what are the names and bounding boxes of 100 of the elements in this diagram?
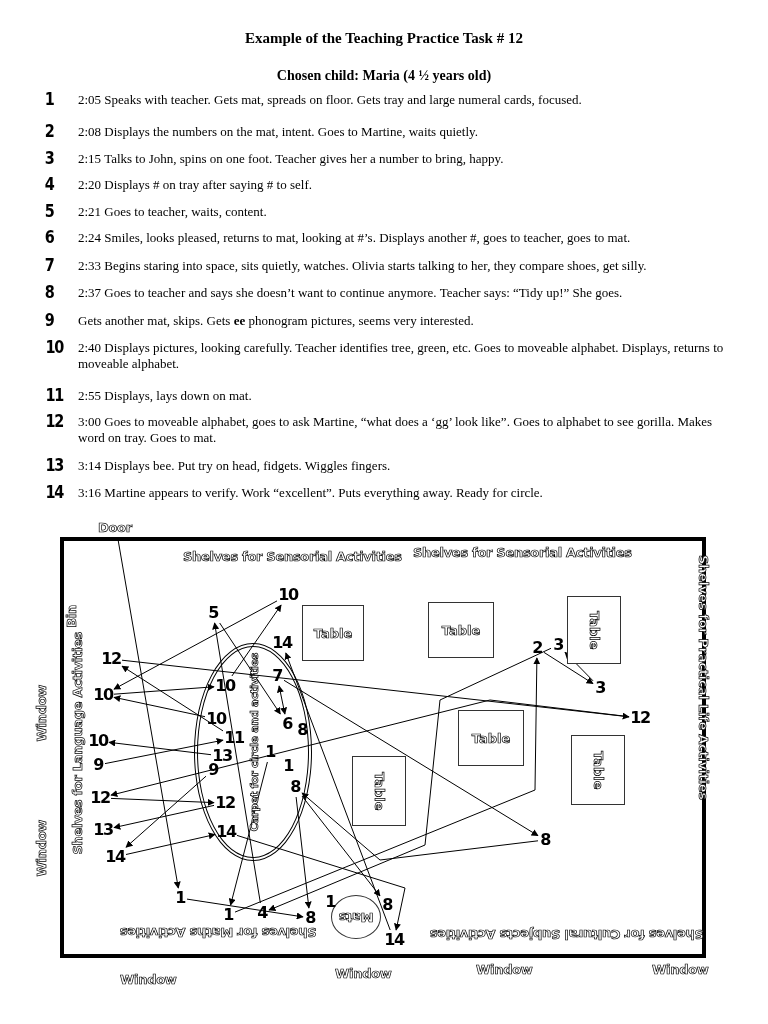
entry-number: 2 <box>44 122 54 140</box>
table-box: Table <box>458 710 524 766</box>
arrow <box>276 685 288 715</box>
arrow <box>186 898 304 920</box>
step-number: 14 <box>105 848 125 866</box>
title: Example of the Teaching Practice Task # 12 <box>244 30 524 47</box>
arrow <box>113 804 215 830</box>
arrow <box>121 659 630 720</box>
room-label: Window <box>652 962 709 977</box>
step-number: 10 <box>88 732 108 750</box>
arrow <box>104 738 224 765</box>
entry-number: 7 <box>44 256 54 274</box>
arrow <box>301 795 381 897</box>
observation-note: 2:21 Goes to teacher, waits, content. <box>78 204 268 220</box>
entry-number: 14 <box>45 483 64 501</box>
arrow <box>231 604 282 677</box>
observation-note: 3:00 Goes to moveable alphabet, goes to ask Martine, “what does a ‘gg’ look like”. Goes to alphabet to see gorilla. Makes word on tray. Goes to mat. <box>78 414 714 446</box>
arrow <box>113 600 278 690</box>
entry-number: 13 <box>45 456 64 474</box>
arrow <box>125 775 207 848</box>
step-number: 14 <box>216 823 236 841</box>
entry-number: 9 <box>44 311 54 329</box>
table-box: Table <box>567 596 621 664</box>
table-box: Table <box>428 602 494 658</box>
step-number: 3 <box>552 636 564 654</box>
observation-note: 3:14 Displays bee. Put try on head, fidgets. Wiggles fingers. <box>78 458 392 474</box>
table-box: Table <box>302 605 364 661</box>
observation-note: 2:33 Begins staring into space, sits quietly, watches. Olivia starts talking to her, they compare shoes, get silly. <box>78 258 648 274</box>
entry-number: 1 <box>44 90 54 108</box>
step-number: 10 <box>215 677 235 695</box>
step-number: 12 <box>90 789 110 807</box>
carpet-label: Carpet for circle and activities <box>248 653 261 832</box>
observation-note: 2:15 Talks to John, spins on one foot. Teacher gives her a number to bring, happy. <box>78 151 505 167</box>
entry-number: 12 <box>45 412 64 430</box>
arrow <box>110 797 215 806</box>
step-number: 8 <box>289 778 301 796</box>
observation-note: 2:55 Displays, lays down on mat. <box>78 388 253 404</box>
arrow <box>110 699 630 798</box>
step-number: 12 <box>630 709 650 727</box>
step-number: 14 <box>272 634 292 652</box>
step-number: 8 <box>296 721 308 739</box>
step-number: 13 <box>93 821 113 839</box>
table-box: Table <box>571 735 625 805</box>
arrow <box>108 739 212 756</box>
arrow <box>564 651 594 682</box>
arrow <box>268 647 552 911</box>
room-label: Shelves for Sensorial Activities <box>413 545 632 560</box>
subtitle: Chosen child: Maria (4 ½ years old) <box>275 68 493 84</box>
arrow <box>219 622 281 715</box>
door-label: Door <box>98 520 134 536</box>
entry-number: 4 <box>44 175 54 193</box>
entry-number: 8 <box>44 283 54 301</box>
step-number: 8 <box>304 909 316 927</box>
room-label: Window <box>34 685 49 742</box>
room-label: Shelves for Maths Activities <box>120 925 317 940</box>
room-label: Shelves for Language Activities <box>70 632 85 855</box>
room-label: Shelves for Sensorial Activities <box>183 549 402 564</box>
arrow <box>113 683 215 695</box>
observation-note: 2:24 Smiles, looks pleased, returns to mat, looking at #’s. Displays another #, goes to teacher, goes to mat. <box>78 230 632 246</box>
room-label: Shelves for Cultural Subjects Activities <box>430 927 704 942</box>
entry-number: 11 <box>45 386 64 404</box>
step-number: 1 <box>222 906 234 924</box>
step-number: 8 <box>539 831 551 849</box>
arrow <box>212 622 261 904</box>
arrow <box>295 796 312 909</box>
step-number: 12 <box>215 794 235 812</box>
arrow <box>301 792 539 861</box>
entry-number: 6 <box>44 228 54 246</box>
arrow <box>284 652 391 931</box>
step-number: 9 <box>92 756 104 774</box>
step-number: 5 <box>207 604 219 622</box>
observation-note: 2:20 Displays # on tray after saying # to self. <box>78 177 313 193</box>
arrow <box>283 679 539 837</box>
entry-number: 10 <box>45 338 64 356</box>
table-box: Table <box>352 756 406 826</box>
step-number: 8 <box>381 896 393 914</box>
arrow <box>228 761 268 906</box>
room-label: Window <box>120 972 177 987</box>
step-number: 6 <box>281 715 293 733</box>
observation-note: 2:08 Displays the numbers on the mat, intent. Goes to Martine, waits quietly. <box>78 124 479 140</box>
observation-note: 2:40 Displays pictures, looking carefully. Teacher identifies tree, green, etc. Goes to moveable alphabet. Displays, returns to moveable alphabet. <box>78 340 725 372</box>
entry-number: 3 <box>44 149 54 167</box>
step-number: 1 <box>174 889 186 907</box>
observation-note: 2:37 Goes to teacher and says she doesn’t want to continue anymore. Teacher says: “Tidy up!” She goes. <box>78 285 624 301</box>
step-number: 3 <box>594 679 606 697</box>
arrow <box>113 695 206 718</box>
step-number: 10 <box>93 686 113 704</box>
step-number: 11 <box>224 729 244 747</box>
step-number: 14 <box>384 931 404 949</box>
arrow <box>121 665 224 732</box>
room-label: Window <box>335 966 392 981</box>
observation-note: Gets another mat, skips. Gets ee phonogram pictures, seems very interested. <box>78 313 475 329</box>
arrow <box>236 834 406 931</box>
step-number: 12 <box>101 650 121 668</box>
room-label: Shelves for Practical Life Activities <box>696 555 711 800</box>
step-number: 10 <box>278 586 298 604</box>
arrow <box>543 651 594 685</box>
room-label: Window <box>476 962 533 977</box>
entry-number: 5 <box>44 202 54 220</box>
step-number: 10 <box>206 710 226 728</box>
